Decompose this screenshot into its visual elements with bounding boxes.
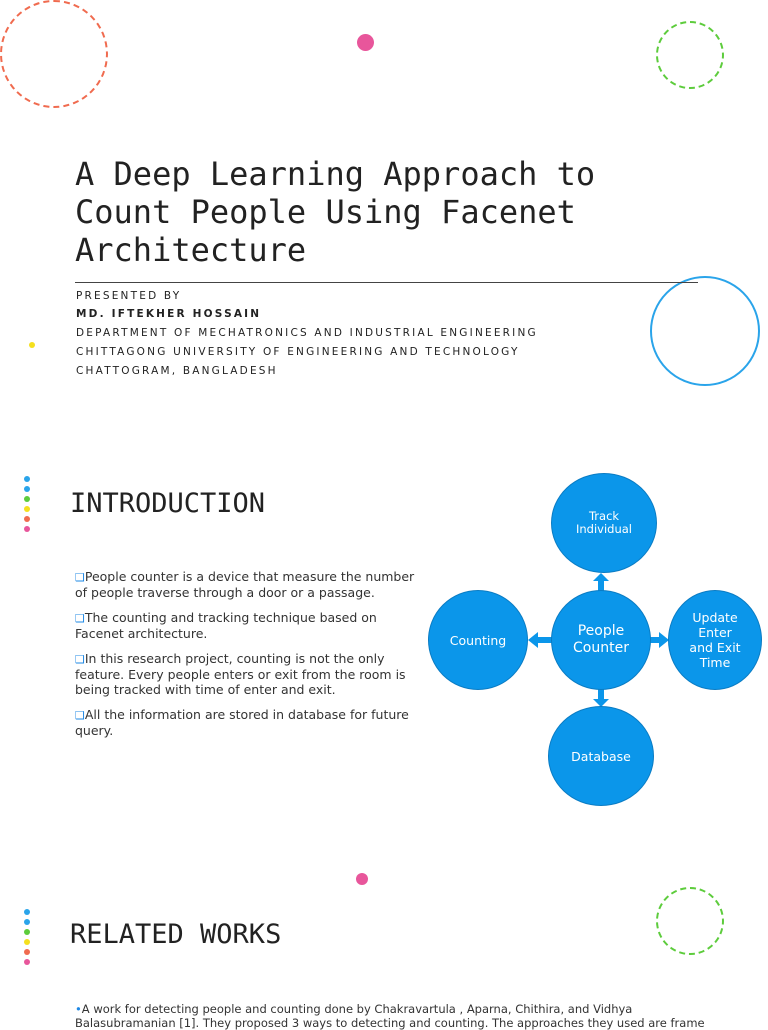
checkbox-bullet-icon: ❑ [75, 612, 85, 625]
location: CHATTOGRAM, BANGLADESH [76, 365, 278, 377]
bullet-icon: • [75, 1002, 82, 1016]
diagram-node-counting: Counting [428, 590, 528, 690]
author-name: MD. IFTEKHER HOSSAIN [76, 308, 262, 320]
diagram-node-update-time: Update Enter and Exit Time [668, 590, 762, 690]
checkbox-bullet-icon: ❑ [75, 571, 85, 584]
checkbox-bullet-icon: ❑ [75, 709, 85, 722]
title-divider [75, 282, 698, 283]
decor-green-dashed-circle-2 [656, 887, 724, 955]
diagram-node-database: Database [548, 706, 654, 806]
related-works-heading: RELATED WORKS [70, 919, 282, 950]
arrow-down-head [593, 699, 609, 707]
decor-green-dashed-circle [656, 21, 724, 89]
arrow-left-shaft [537, 637, 552, 643]
list-item: ❑The counting and tracking technique bas… [75, 610, 377, 641]
slide-title: A Deep Learning Approach to Count People… [75, 155, 596, 269]
arrow-right-shaft [650, 637, 660, 643]
university-name: CHITTAGONG UNIVERSITY OF ENGINEERING AND… [76, 346, 520, 358]
decor-orange-dashed-circle [0, 0, 108, 108]
related-works-text: •A work for detecting people and countin… [75, 1002, 705, 1030]
arrow-up-head [593, 573, 609, 581]
diagram-node-people-counter: People Counter [551, 590, 651, 690]
diagram-node-track-individual: Track Individual [551, 473, 657, 573]
decor-yellow-dot [29, 342, 35, 348]
arrow-down-shaft [598, 688, 604, 700]
decor-pink-dot-2 [356, 873, 368, 885]
presented-by-label: PRESENTED BY [76, 290, 182, 302]
list-item: ❑All the information are stored in datab… [75, 707, 409, 738]
arrow-right-head [659, 632, 669, 648]
checkbox-bullet-icon: ❑ [75, 653, 85, 666]
list-item: ❑In this research project, counting is n… [75, 651, 406, 697]
introduction-heading: INTRODUCTION [70, 488, 266, 519]
arrow-left-head [528, 632, 538, 648]
decor-blue-ring [650, 276, 760, 386]
introduction-bullets: ❑People counter is a device that measure… [70, 569, 420, 748]
list-item: ❑People counter is a device that measure… [75, 569, 415, 600]
department-name: DEPARTMENT OF MECHATRONICS AND INDUSTRIA… [76, 327, 538, 339]
decor-pink-dot [357, 34, 374, 51]
arrow-up-shaft [598, 580, 604, 592]
